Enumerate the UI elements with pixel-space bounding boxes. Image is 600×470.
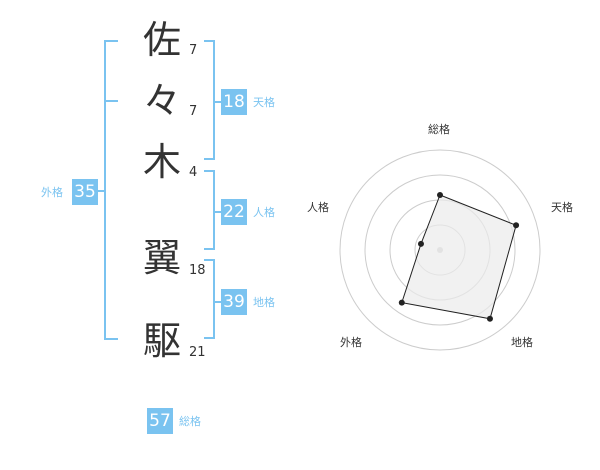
radar-point-2: [513, 222, 520, 229]
radar-point-3: [486, 315, 493, 322]
gaikaku-value-badge: 35: [72, 179, 98, 205]
jinkaku-value-badge: 22: [221, 199, 247, 225]
chikaku-value-badge: 39: [221, 289, 247, 315]
radar-point-5: [417, 240, 424, 247]
name-char-1: 佐: [142, 18, 181, 62]
stroke-count-1: 7: [189, 43, 198, 58]
stroke-count-4: 18: [189, 263, 206, 278]
stroke-count-2: 7: [189, 104, 198, 119]
name-char-4: 翼: [142, 236, 181, 280]
radar-label-gaikaku: 外格: [340, 336, 362, 349]
soukaku-value-badge: 57: [147, 408, 173, 434]
stroke-count-3: 4: [189, 165, 198, 180]
radar-polygon: [401, 194, 517, 320]
tenkaku-label: 天格: [253, 96, 275, 109]
name-char-2: 々: [142, 79, 181, 123]
jinkaku-bracket: [213, 170, 215, 250]
gaikaku-label: 外格: [41, 186, 63, 199]
chikaku-bracket: [213, 259, 215, 339]
stroke-count-5: 21: [189, 345, 206, 360]
radar-grid-ring: [364, 174, 516, 326]
name-char-3: 木: [142, 140, 181, 184]
soukaku-label: 総格: [179, 415, 201, 428]
radar-label-tenkaku: 天格: [551, 201, 573, 214]
radar-point-4: [398, 299, 405, 306]
tenkaku-value-badge: 18: [221, 89, 247, 115]
radar-label-soukaku: 総格: [428, 123, 450, 136]
radar-point-1: [437, 192, 443, 198]
radar-label-chikaku: 地格: [511, 336, 533, 349]
radar-label-jinkaku: 人格: [307, 201, 329, 214]
tenkaku-bracket: [213, 40, 215, 160]
radar-grid-ring: [339, 149, 541, 351]
name-char-5: 駆: [142, 319, 181, 363]
chikaku-label: 地格: [253, 296, 275, 309]
jinkaku-label: 人格: [253, 206, 275, 219]
